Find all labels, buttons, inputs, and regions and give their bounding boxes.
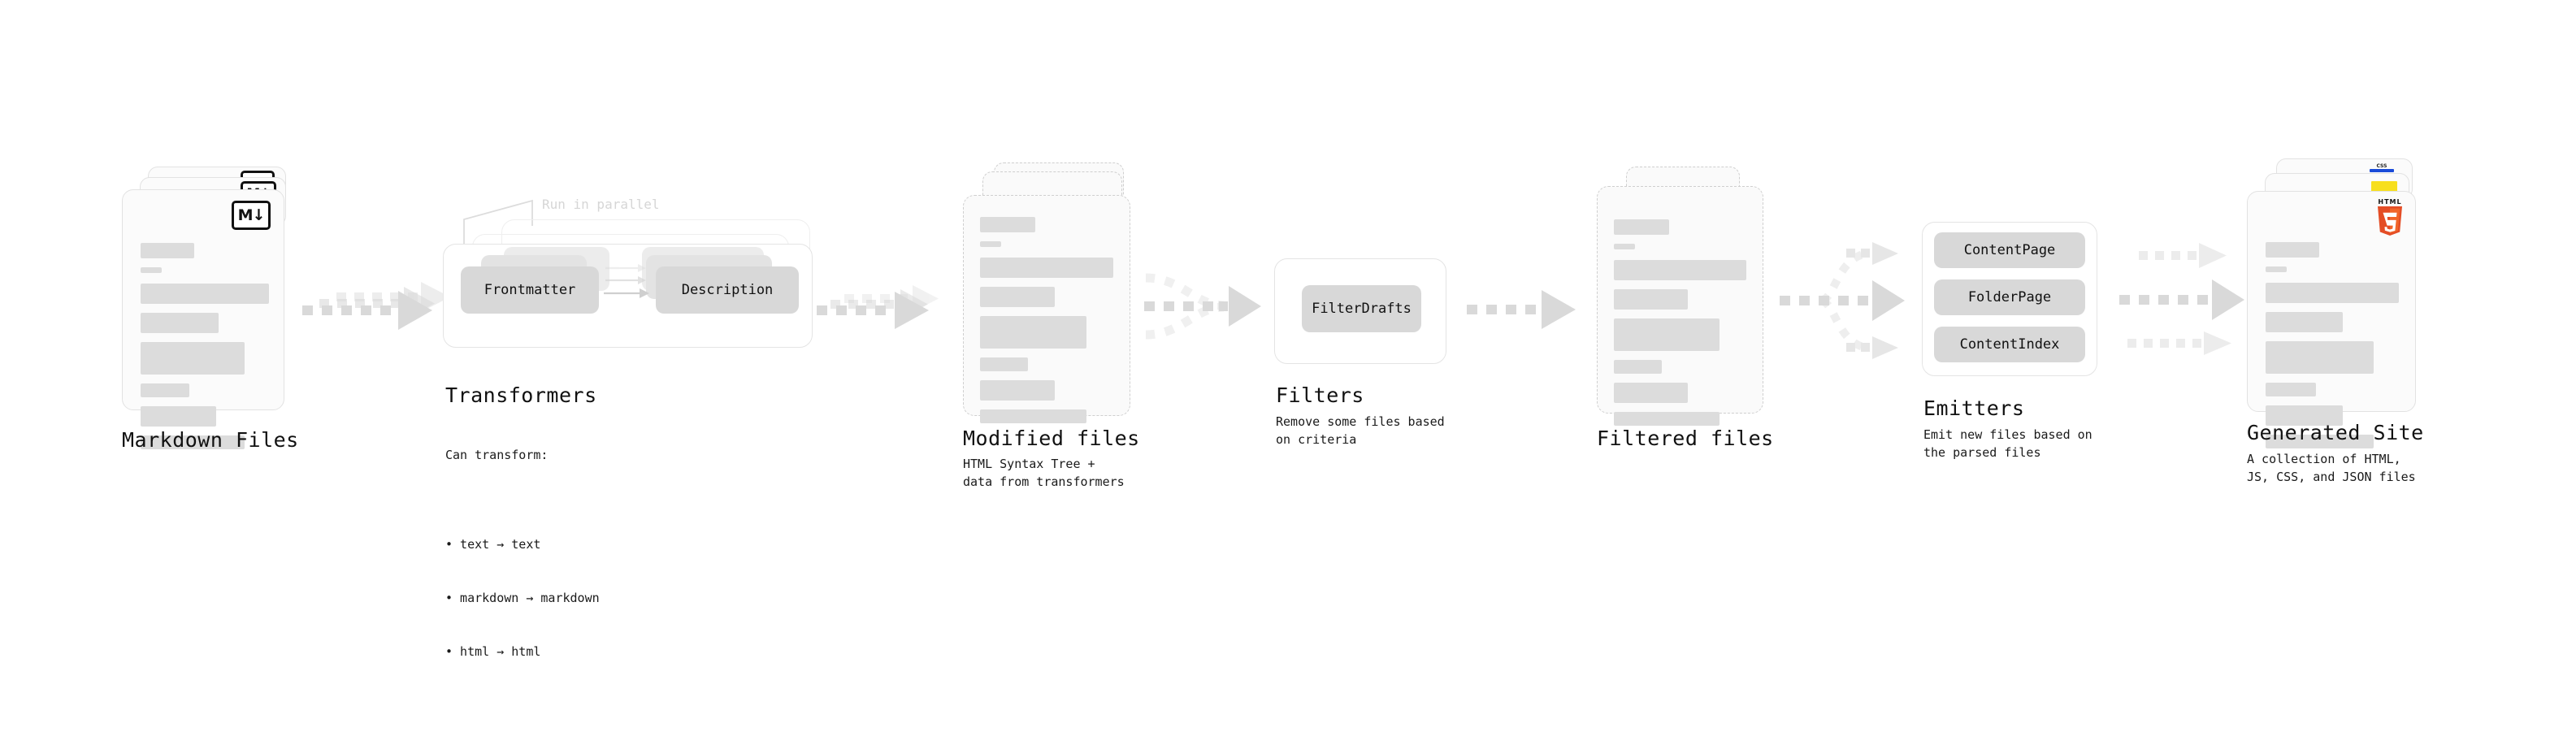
- stage-title-transformers: Transformers: [445, 383, 597, 407]
- stage-title-markdown-files: Markdown Files: [122, 428, 299, 452]
- content-line: [1614, 412, 1720, 426]
- content-line: [2266, 383, 2317, 396]
- run-in-parallel-label: Run in parallel: [542, 197, 660, 212]
- modified-doc-front: [963, 195, 1130, 423]
- filtered-doc-front: [1597, 186, 1763, 426]
- stage-subtitle-emitters: Emit new files based on the parsed files: [1923, 427, 2092, 460]
- stage-transformers: Run in parallel Frontmatter Description: [443, 195, 825, 374]
- arrow-transformers-to-modified: [817, 285, 939, 329]
- arrow-emitters-to-site: [2119, 243, 2244, 355]
- stage-title-filtered-files: Filtered files: [1597, 427, 1774, 450]
- transformers-subtitle-heading: Can transform:: [445, 448, 549, 462]
- stage-title-modified-files: Modified files: [963, 427, 1140, 450]
- markdown-doc-front: M↓: [122, 189, 284, 449]
- stage-title-emitters: Emitters: [1923, 396, 2025, 420]
- stage-modified-files: [963, 162, 1150, 423]
- content-line: [980, 258, 1113, 278]
- content-line: [141, 284, 269, 304]
- filtered-file-stack: [1597, 167, 1784, 427]
- content-line: [2266, 435, 2374, 448]
- transformer-chip-description[interactable]: Description: [656, 266, 799, 314]
- stage-title-filters: Filters: [1276, 383, 1364, 407]
- html5-icon: HTML: [2374, 198, 2405, 236]
- list-item: • markdown → markdown: [445, 591, 600, 605]
- content-line: [980, 409, 1087, 423]
- doc-content-lines: [141, 243, 269, 458]
- emitter-chip-contentindex[interactable]: ContentIndex: [1934, 327, 2085, 362]
- content-line: [1614, 360, 1662, 374]
- content-line: [141, 313, 219, 333]
- stage-subtitle-filters: Remove some files based on criteria: [1276, 414, 1445, 447]
- markdown-icon: M↓: [232, 201, 271, 230]
- stage-subtitle-transformers: Can transform: • text → text • markdown …: [445, 410, 600, 732]
- content-line: [2266, 341, 2374, 374]
- filter-chip-filterdrafts[interactable]: FilterDrafts: [1302, 285, 1421, 332]
- content-line: [141, 406, 217, 427]
- emitter-chip-folderpage[interactable]: FolderPage: [1934, 279, 2085, 315]
- arrow-modified-to-filters: [1144, 273, 1261, 340]
- content-line: [980, 316, 1087, 349]
- css3-icon: CSS: [2370, 163, 2394, 175]
- content-line: [141, 435, 245, 449]
- content-line: [1614, 383, 1689, 403]
- stage-markdown-files: M↓ M↓ M↓: [122, 167, 309, 449]
- arrow-filtered-to-emitters: [1780, 242, 1905, 359]
- content-line: [1614, 244, 1635, 249]
- content-line: [141, 342, 245, 375]
- emitter-chip-contentpage[interactable]: ContentPage: [1934, 232, 2085, 268]
- content-line: [980, 287, 1055, 307]
- generated-file-stack: CSS HTML: [2247, 158, 2442, 448]
- pipeline-diagram: M↓ M↓ M↓ Markdown Files: [122, 158, 2442, 659]
- content-line: [1614, 219, 1669, 235]
- css-underline: [2370, 169, 2394, 172]
- transformers-bullet-list: • text → text • markdown → markdown • ht…: [445, 500, 600, 696]
- content-line: [141, 267, 162, 273]
- doc-content-lines: [2266, 242, 2399, 457]
- transformer-inner-arrows: [604, 264, 649, 298]
- content-line: [2266, 283, 2399, 303]
- doc-content-lines: [980, 217, 1113, 432]
- content-line: [2266, 242, 2319, 258]
- content-line: [141, 383, 190, 397]
- doc-content-lines: [1614, 219, 1746, 435]
- css-label: CSS: [2376, 163, 2387, 169]
- modified-file-stack: [963, 162, 1150, 423]
- content-line: [2266, 405, 2344, 426]
- html5-wordmark: HTML: [2378, 198, 2402, 206]
- html5-shield: [2376, 206, 2404, 237]
- stage-filtered-files: [1597, 167, 1784, 427]
- content-line: [980, 357, 1029, 371]
- content-line: [1614, 318, 1720, 351]
- content-line: [2266, 266, 2287, 272]
- stage-title-generated-site: Generated Site: [2247, 421, 2424, 444]
- stage-subtitle-generated-site: A collection of HTML, JS, CSS, and JSON …: [2247, 452, 2416, 484]
- markdown-file-stack: M↓ M↓ M↓: [122, 167, 309, 449]
- generated-doc-front: HTML: [2247, 191, 2416, 448]
- content-line: [141, 243, 194, 258]
- content-line: [1614, 260, 1746, 280]
- content-line: [980, 241, 1001, 247]
- stage-generated-site: CSS HTML: [2247, 158, 2442, 448]
- arrow-markdown-to-transformers: [302, 282, 450, 330]
- content-line: [2266, 312, 2344, 332]
- list-item: • html → html: [445, 644, 541, 659]
- stage-subtitle-modified-files: HTML Syntax Tree + data from transformer…: [963, 457, 1125, 489]
- run-in-parallel-bracket: [463, 199, 533, 244]
- arrow-filters-to-filtered: [1467, 290, 1576, 329]
- list-item: • text → text: [445, 537, 541, 552]
- content-line: [980, 217, 1035, 232]
- content-line: [980, 380, 1055, 401]
- transformer-chip-frontmatter[interactable]: Frontmatter: [461, 266, 599, 314]
- content-line: [1614, 289, 1689, 310]
